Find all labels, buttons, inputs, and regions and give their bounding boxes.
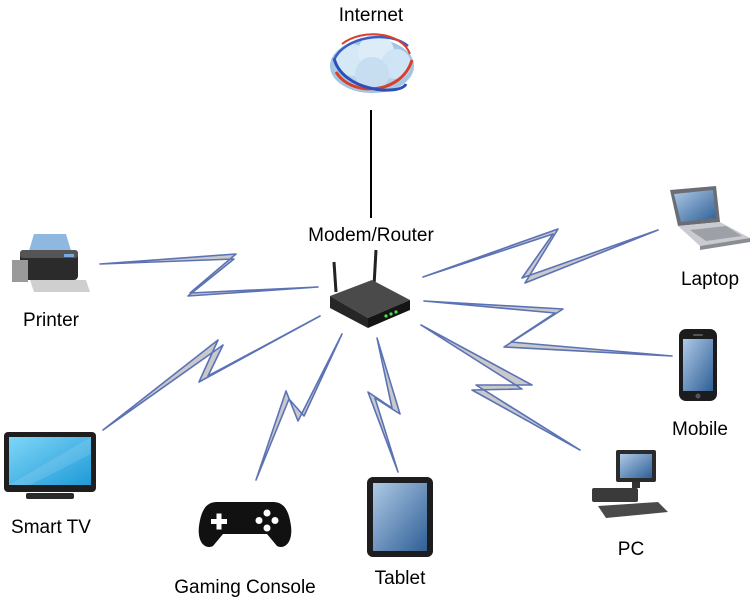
tablet-icon (367, 477, 433, 557)
node-label-internet: Internet (339, 5, 404, 26)
node-label-router: Modem/Router (308, 225, 434, 246)
node-label-tablet: Tablet (375, 568, 426, 589)
wireless-links (99, 228, 673, 481)
node-label-pc: PC (618, 539, 644, 560)
wireless-link-printer (99, 253, 319, 297)
wireless-router-icon (330, 249, 410, 328)
cloud-globe-icon (330, 33, 414, 93)
node-label-laptop: Laptop (681, 269, 739, 290)
wireless-link-tablet (367, 337, 401, 473)
wireless-link-laptop (422, 228, 659, 284)
node-label-printer: Printer (23, 310, 80, 331)
tv-icon (4, 432, 96, 499)
wireless-link-mobile (423, 300, 673, 357)
laptop-icon (670, 186, 750, 250)
desktop-pc-icon (592, 450, 668, 518)
gamepad-icon (198, 502, 292, 548)
wireless-link-gaming (255, 333, 343, 481)
printer-icon (12, 234, 90, 292)
wireless-link-smarttv (102, 315, 321, 431)
node-label-smart-tv: Smart TV (11, 517, 91, 538)
node-label-mobile: Mobile (672, 419, 728, 440)
wireless-link-pc (420, 324, 581, 451)
node-label-gaming-console: Gaming Console (174, 577, 316, 598)
smartphone-icon (679, 329, 717, 401)
